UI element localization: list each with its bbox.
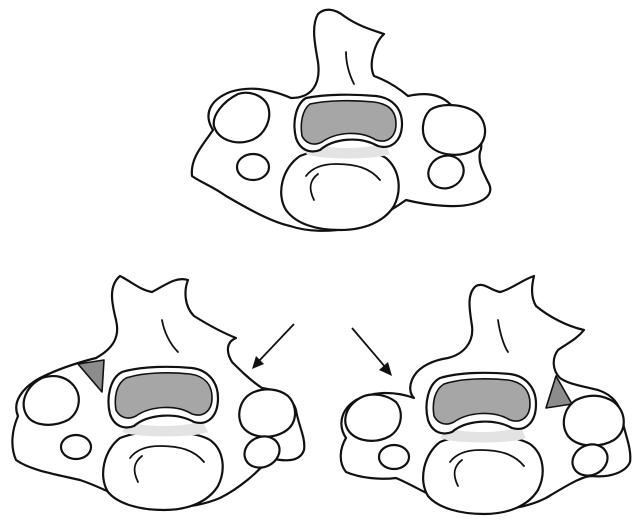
vertebra-bottom-right-centrum — [423, 435, 543, 514]
vertebra-bottom-left — [12, 276, 304, 510]
vertebra-top-body-centrum — [281, 149, 398, 230]
vertebra-bottom-left-left-foramen — [61, 435, 91, 459]
vertebra-bottom-right-left-foramen — [379, 445, 409, 469]
vertebra-bottom-right-right-facet — [564, 396, 624, 446]
arrow-left — [258, 324, 294, 362]
vertebra-bottom-left-centrum — [103, 431, 223, 510]
vertebra-top-right-facet — [423, 105, 485, 155]
arrow-right-head — [379, 362, 392, 376]
vertebra-bottom-right — [341, 276, 631, 514]
vertebra-top — [192, 10, 490, 231]
vertebra-bottom-right-left-facet — [345, 395, 401, 441]
arrow-right — [352, 328, 386, 368]
vertebra-top-left-foramen — [237, 154, 269, 180]
vertebra-bottom-left-right-facet — [239, 389, 295, 436]
